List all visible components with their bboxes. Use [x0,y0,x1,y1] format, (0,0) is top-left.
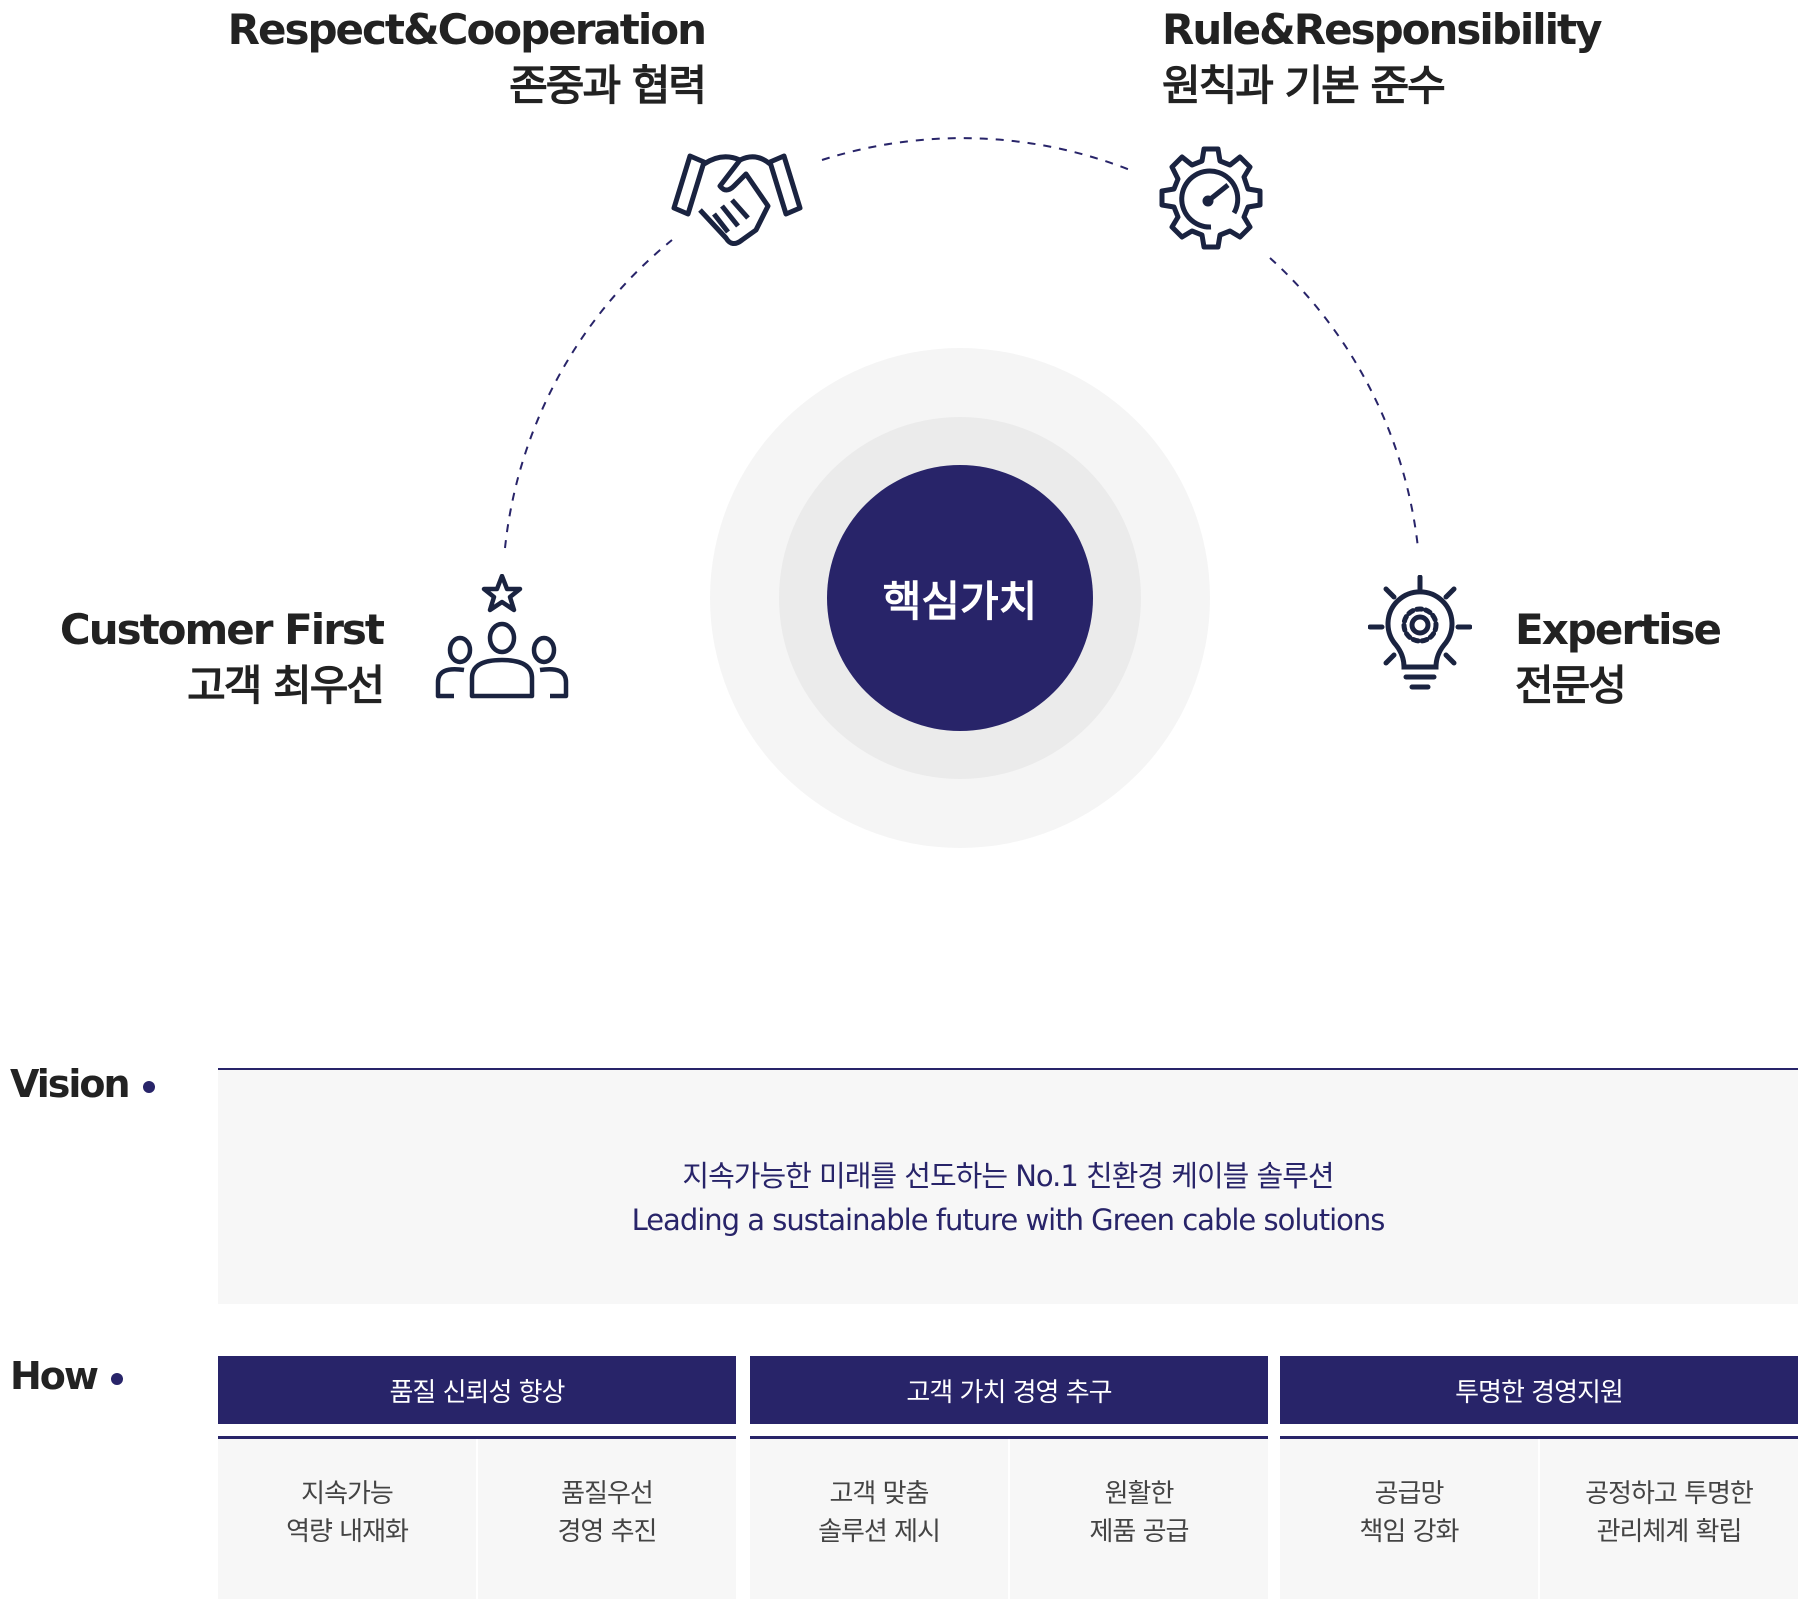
value-ko: 존중과 협력 [509,61,707,110]
value-ko: 원칙과 기본 준수 [1162,61,1446,110]
value-en: Respect&Cooperation [227,5,707,54]
bullet-dot [111,1372,124,1385]
vision-label: Vision [10,1062,155,1106]
lightbulb-gear-icon [1368,575,1472,690]
divider [218,1436,736,1439]
handshake-icon [671,153,803,246]
column-header: 고객 가치 경영 추구 [750,1356,1268,1424]
gear-gauge-icon [1159,146,1263,250]
how-label: How [10,1354,124,1398]
bullet-dot [142,1080,155,1093]
value-respect: Respect&Cooperation 존중과 협력 [227,2,707,114]
vision-ko: 지속가능한 미래를 선도하는 No.1 친환경 케이블 솔루션 [682,1159,1334,1193]
core-values-circle: 핵심가치 [827,465,1093,731]
value-en: Customer First [59,605,385,654]
core-values-label: 핵심가치 [882,576,1038,626]
value-en: Expertise [1515,605,1722,654]
divider [1280,1436,1798,1439]
column-header: 투명한 경영지원 [1280,1356,1798,1424]
value-expertise: Expertise 전문성 [1515,602,1722,714]
vision-box: 지속가능한 미래를 선도하는 No.1 친환경 케이블 솔루션 Leading … [218,1068,1798,1304]
divider [750,1436,1268,1439]
value-en: Rule&Responsibility [1162,5,1602,54]
value-ko: 고객 최우선 [187,661,385,710]
dashed-arc [504,137,1419,549]
people-star-icon [435,574,569,699]
vision-en: Leading a sustainable future with Green … [631,1203,1386,1237]
value-ko: 전문성 [1515,661,1627,710]
value-customer: Customer First 고객 최우선 [59,602,385,714]
value-rule: Rule&Responsibility 원칙과 기본 준수 [1162,2,1602,114]
column-header: 품질 신뢰성 향상 [218,1356,736,1424]
